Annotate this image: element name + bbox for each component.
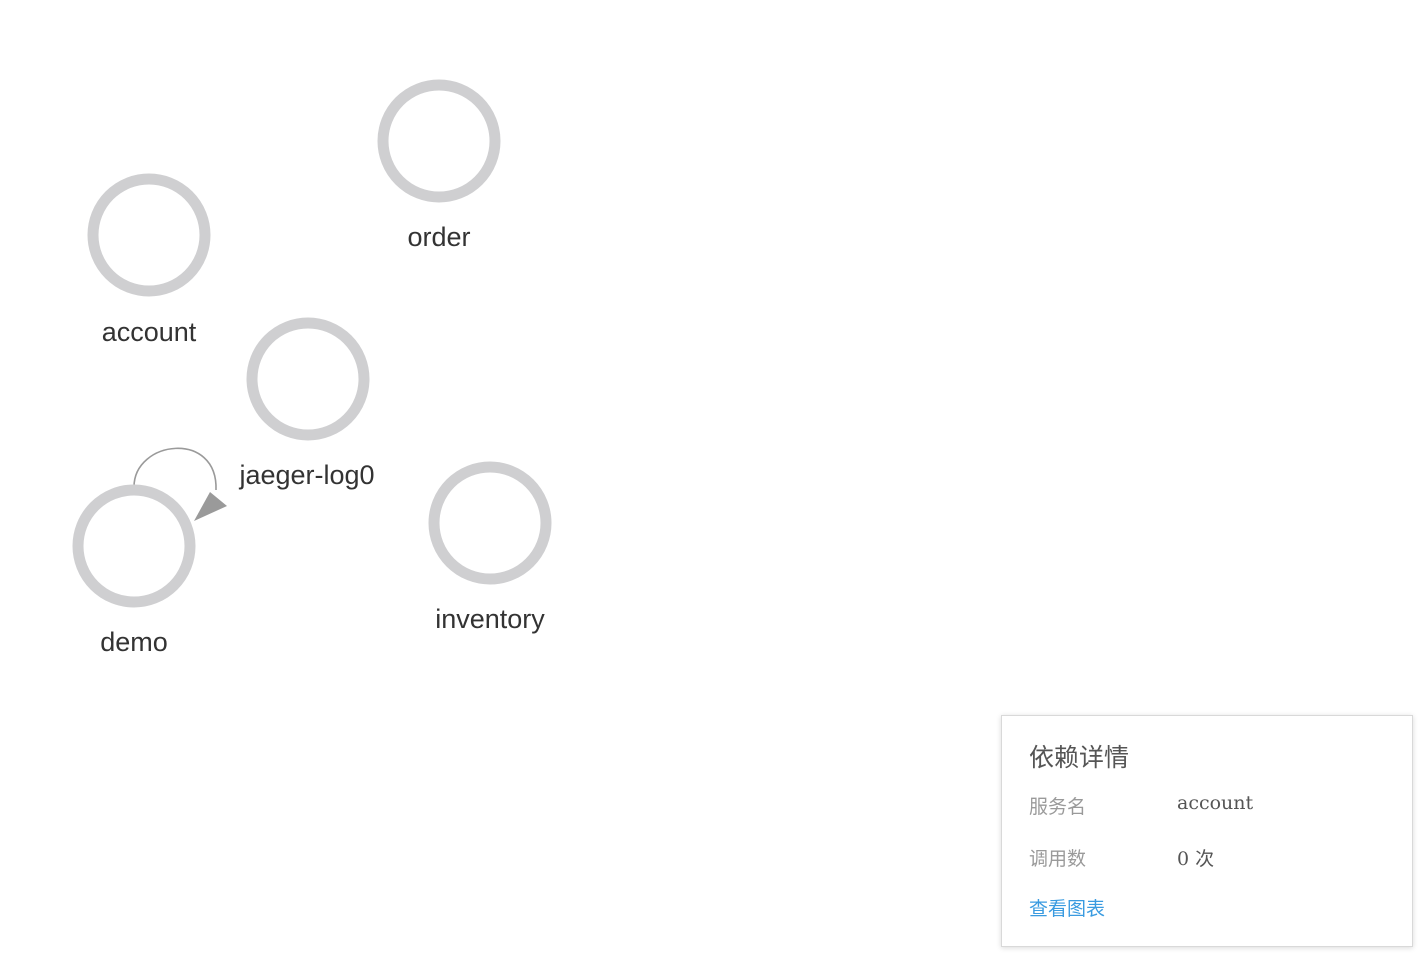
node-jaeger-log0[interactable]: jaeger-log0	[238, 317, 375, 490]
dependency-detail-panel: 依赖详情 服务名 account 调用数 0 次 查看图表	[1001, 715, 1413, 947]
arrow-head-icon	[194, 492, 227, 521]
view-chart-link[interactable]: 查看图表	[1029, 898, 1106, 920]
node-order[interactable]: order	[377, 79, 501, 252]
node-order-circle[interactable]	[377, 79, 501, 203]
node-jaeger-log0-label: jaeger-log0	[238, 460, 374, 490]
node-account[interactable]: account	[87, 173, 211, 347]
call-count-label: 调用数	[1029, 848, 1087, 870]
self-loop-path	[133, 447, 217, 491]
node-inventory[interactable]: inventory	[428, 461, 552, 634]
service-name-value: account	[1177, 792, 1254, 814]
node-inventory-label: inventory	[435, 604, 545, 634]
node-demo-label: demo	[100, 627, 168, 657]
service-name-label: 服务名	[1029, 796, 1087, 818]
node-demo-circle[interactable]	[72, 484, 196, 608]
node-jaeger-log0-circle[interactable]	[246, 317, 370, 441]
service-name-row: 服务名 account	[1029, 792, 1389, 822]
edge-demo-self-loop	[133, 447, 227, 521]
node-account-circle[interactable]	[87, 173, 211, 297]
node-inventory-circle[interactable]	[428, 461, 552, 585]
call-count-value: 0 次	[1177, 848, 1215, 870]
panel-title: 依赖详情	[1029, 743, 1130, 772]
node-order-label: order	[407, 222, 470, 252]
node-demo[interactable]: demo	[72, 484, 196, 657]
call-count-row: 调用数 0 次	[1029, 844, 1389, 874]
node-account-label: account	[102, 317, 197, 347]
